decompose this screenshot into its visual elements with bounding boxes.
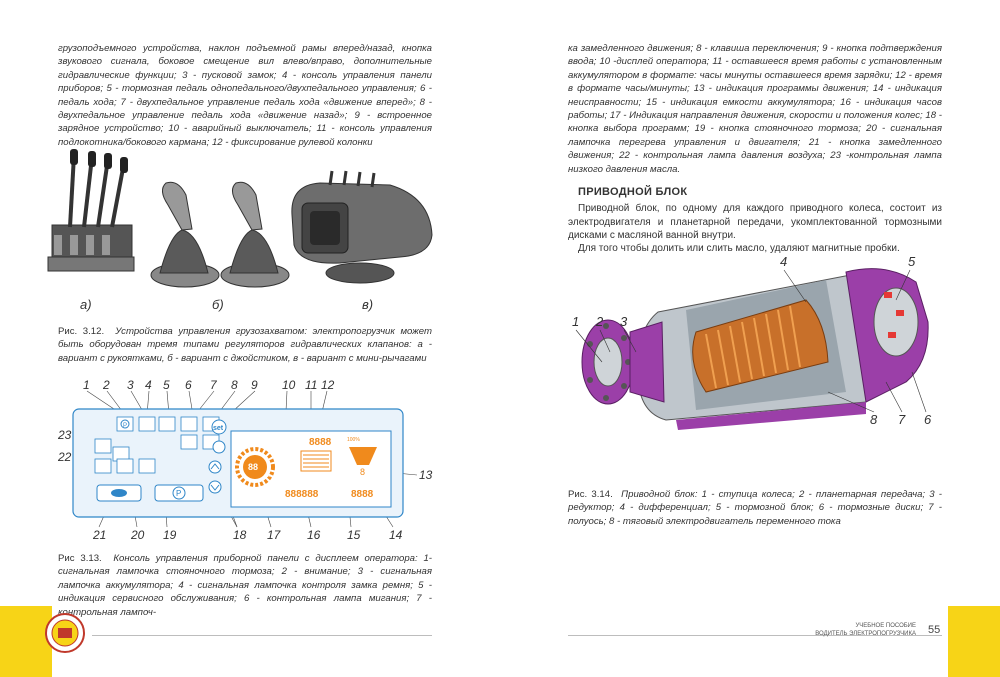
panel-number: 3 (127, 378, 134, 392)
top-digits: 8888 (309, 437, 332, 448)
panel-number: 17 (267, 528, 282, 542)
panel-number: 10 (282, 378, 296, 392)
fig-3-13-panel: 1 2 3 4 5 6 7 8 9 10 11 12 23 22 13 21 2… (57, 378, 433, 542)
panel-number: 9 (251, 378, 258, 392)
panel-number: 14 (389, 528, 403, 542)
lever-valve-block-icon (47, 149, 135, 272)
fig-3-12-illustration: а) б) в) (47, 149, 433, 312)
parking-symbol: P (176, 489, 181, 498)
program-up-button (208, 460, 222, 474)
air-pressure-lamp-icon (94, 438, 112, 454)
svg-text:P: P (123, 423, 127, 429)
panel-number: 22 (57, 450, 72, 464)
right-top-text: ка замедленного движения; 8 - клавиша пе… (568, 43, 942, 175)
section-heading: ПРИВОДНОЙ БЛОК (578, 186, 688, 198)
panel-number: 20 (130, 528, 145, 542)
left-yellow-block (0, 606, 52, 677)
battery-gauge (300, 450, 332, 472)
panel-number: 7 (210, 378, 218, 392)
fig-3-13-caption: Рис 3.13. Консоль управления приборной п… (58, 552, 432, 619)
panel-number: 15 (347, 528, 361, 542)
right-footer-rule (568, 635, 942, 636)
parking-brake-button (154, 484, 204, 502)
service-lamp-icon (180, 434, 198, 450)
panel-number: 16 (307, 528, 321, 542)
panel-number: 21 (92, 528, 106, 542)
percent-100: 100% (347, 437, 360, 443)
attention-lamp-icon (138, 416, 156, 432)
confirm-button (212, 440, 226, 454)
panel-number: 13 (419, 468, 433, 482)
set-button (211, 419, 227, 435)
drive-unit-number: 8 (870, 412, 878, 427)
fig-3-14-caption: Рис. 3.14. Приводной блок: 1 - ступица к… (568, 488, 942, 528)
oil-pressure-lamp-icon (94, 458, 112, 474)
seatbelt-lamp-icon (180, 416, 198, 432)
battery-lamp-icon (158, 416, 176, 432)
panel-number: 23 (57, 428, 72, 442)
joystick-icon (150, 181, 290, 288)
mini-lever-console-icon (291, 170, 433, 284)
panel-number: 18 (233, 528, 247, 542)
fig-3-12-label-b: б) (212, 297, 224, 312)
parking-brake-lamp-icon (116, 416, 134, 432)
fig-3-14-drive-unit: 1 2 3 4 5 6 7 8 (572, 254, 932, 430)
fig-3-12-caption-lead: Рис. 3.12. (58, 326, 105, 337)
copper-winding (692, 299, 829, 393)
speed-indicator (235, 447, 275, 487)
fig-3-12-label-c: в) (362, 297, 373, 312)
bottom-digits-right: 8888 (351, 489, 374, 500)
mode-value: 8 (360, 467, 365, 477)
panel-number: 11 (305, 378, 317, 392)
speed-unit: km/h (264, 473, 273, 478)
section-paragraph-1: Приводной блок, по одному для каждого пр… (568, 203, 942, 241)
left-top-text: грузоподъемного устройства, наклон подъе… (58, 43, 432, 148)
panel-number: 19 (163, 528, 177, 542)
panel-number: 5 (163, 378, 170, 392)
lamp-icon (116, 458, 134, 474)
drive-unit-number: 4 (780, 254, 787, 269)
publisher-logo (45, 613, 85, 653)
footer-line-1: Учебное пособие (855, 623, 916, 629)
drive-unit-number: 5 (908, 254, 916, 269)
lamp-icon (138, 458, 156, 474)
drive-unit-number: 7 (898, 412, 906, 427)
panel-number: 6 (185, 378, 192, 392)
bottom-digits-left: 888888 (285, 489, 319, 500)
panel-number: 4 (145, 378, 152, 392)
drive-unit-number: 6 (924, 412, 932, 427)
fig-3-12-caption-text: Устройства управления грузозахватом: эле… (58, 326, 432, 364)
fig-3-12-caption: Рис. 3.12. Устройства управления грузоза… (58, 325, 432, 365)
speed-digits: 88 (248, 462, 258, 472)
drive-unit-number: 2 (595, 314, 604, 329)
footer-line-2: Водитель электропогрузчика (815, 631, 916, 637)
right-yellow-block (948, 606, 1000, 677)
left-footer-rule (92, 635, 432, 636)
drive-unit-number: 3 (620, 314, 628, 329)
program-down-button (208, 480, 222, 494)
fig-3-14-caption-text: Приводной блок: 1 - ступица колеса; 2 - … (568, 489, 942, 527)
section-paragraph-2: Для того чтобы долить или слить масло, у… (578, 243, 900, 254)
panel-number: 12 (321, 378, 335, 392)
fig-3-14-caption-lead: Рис. 3.14. (568, 489, 613, 500)
fig-3-13-caption-lead: Рис 3.13. (58, 553, 102, 564)
footer-book-title: Учебное пособие Водитель электропогрузчи… (800, 622, 916, 638)
page-number: 55 (928, 624, 941, 636)
panel-number-labels-top: 1 2 3 4 5 6 7 8 9 10 11 12 23 22 13 21 2… (57, 378, 433, 542)
set-button-label: set (213, 425, 224, 432)
drive-unit-number: 1 (572, 314, 579, 329)
panel-number: 8 (231, 378, 238, 392)
fig-3-13-caption-text: Консоль управления приборной панели с ди… (58, 553, 432, 618)
program-indicator (349, 447, 377, 465)
panel-number: 2 (102, 378, 110, 392)
fig-3-12-label-a: а) (80, 297, 92, 312)
panel-number: 1 (83, 378, 90, 392)
